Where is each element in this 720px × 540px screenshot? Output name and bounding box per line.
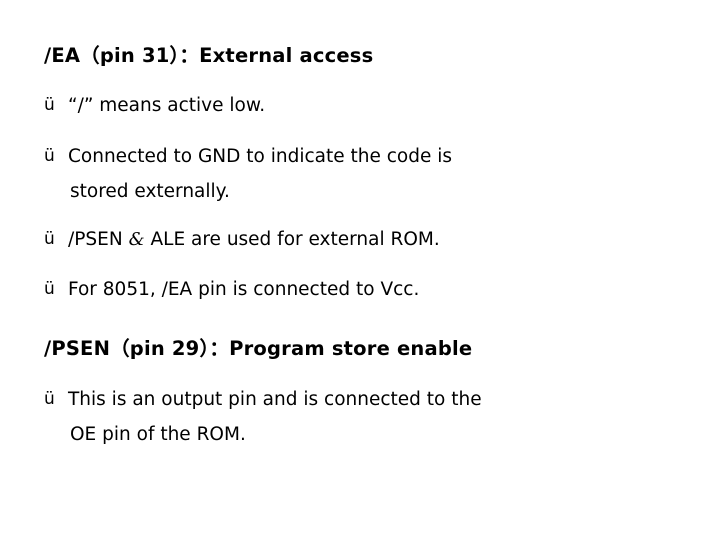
checkmark-icon: ü [44, 228, 55, 249]
checkmark-icon: ü [44, 145, 55, 166]
list-item-label: /PSEN & ALE are used for external ROM. [68, 228, 684, 252]
list-item-label: “/” means active low. [68, 95, 266, 117]
list-item: ü “/” means active low. [44, 94, 684, 117]
list-item-label: Connected to GND to indicate the code is [68, 145, 452, 167]
list-item-label: This is an output pin and is connected t… [68, 388, 482, 410]
list-item-label: For 8051, /EA pin is connected to Vcc. [68, 279, 420, 301]
list-item-continuation: OE pin of the ROM. [70, 423, 246, 445]
list-item-continuation: stored externally. [70, 180, 230, 202]
list-item: ü Connected to GND to indicate the code … [44, 145, 684, 168]
heading-psen: /PSEN（pin 29）：Program store enable [44, 337, 473, 361]
list-item: ü For 8051, /EA pin is connected to Vcc. [44, 278, 684, 301]
ampersand-glyph: & [128, 228, 145, 250]
ale-text: ALE are used for external ROM. [150, 228, 440, 250]
checkmark-icon: ü [44, 388, 55, 409]
heading-ea: /EA（pin 31）：External access [44, 44, 374, 67]
list-item: ü This is an output pin and is connected… [44, 388, 684, 411]
checkmark-icon: ü [44, 279, 55, 300]
list-item: ü /PSEN & ALE are used for external ROM. [44, 228, 684, 252]
checkmark-icon: ü [44, 95, 55, 116]
psen-text: /PSEN [68, 228, 123, 250]
